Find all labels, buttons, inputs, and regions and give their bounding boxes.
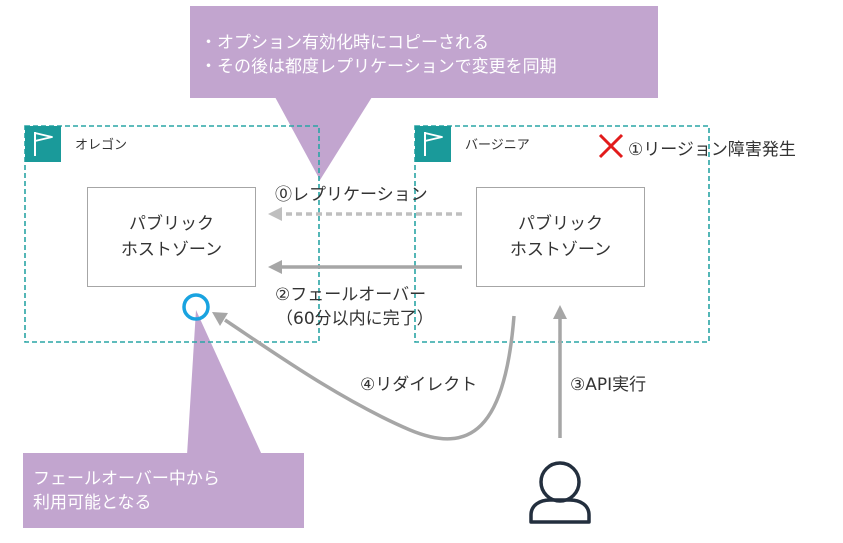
top-callout: ・オプション有効化時にコピーされる ・その後は都度レプリケーションで変更を同期 [200, 31, 557, 79]
top-callout-shape [190, 6, 658, 180]
failover-label: ②フェールオーバー [275, 285, 427, 305]
circle-icon [182, 293, 210, 321]
api-arrow [553, 305, 567, 438]
flag-icon [25, 126, 61, 162]
zone-line: ホストゾーン [509, 240, 612, 260]
bottom-callout: フェールオーバー中から 利用可能となる [33, 467, 220, 515]
failover-arrow [268, 260, 462, 274]
callout-line: 利用可能となる [33, 493, 152, 513]
replication-label: ⓪レプリケーション [275, 185, 428, 205]
virginia-region-label: バージニア [465, 138, 530, 153]
replication-arrow [268, 207, 462, 221]
callout-line: ・オプション有効化時にコピーされる [200, 33, 489, 53]
redirect-arrow [212, 312, 516, 441]
api-label: ③API実行 [570, 375, 647, 395]
redirect-label: ④リダイレクト [360, 375, 478, 395]
callout-line: ・その後は都度レプリケーションで変更を同期 [200, 57, 557, 77]
failure-label: ①リージョン障害発生 [628, 140, 796, 160]
flag-icon [415, 126, 451, 162]
callout-line: フェールオーバー中から [33, 469, 220, 489]
virginia-region-border [414, 125, 710, 343]
zone-line: パブリック [129, 214, 214, 234]
user-icon [529, 461, 591, 524]
virginia-hosted-zone: パブリック ホストゾーン [476, 187, 645, 287]
cross-icon [598, 133, 624, 159]
oregon-region-label: オレゴン [75, 138, 128, 153]
oregon-region-border [24, 125, 320, 343]
zone-line: パブリック [518, 214, 603, 234]
bottom-callout-shape [23, 310, 304, 528]
failover-time-label: （60分以内に完了） [276, 309, 434, 329]
oregon-hosted-zone: パブリック ホストゾーン [87, 187, 256, 287]
zone-line: ホストゾーン [120, 240, 223, 260]
